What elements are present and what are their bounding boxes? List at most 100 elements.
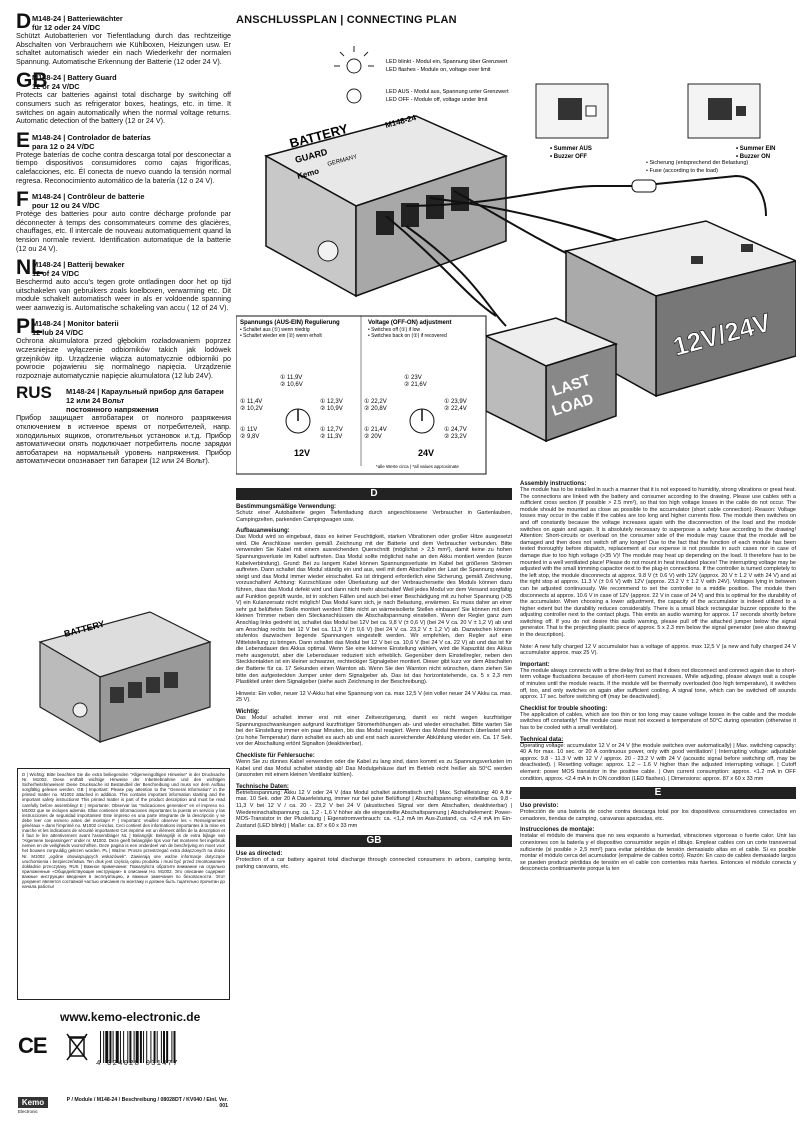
- de-assembly-title: Aufbauanweisung:: [236, 528, 290, 535]
- weee-bin-icon: [66, 1033, 88, 1061]
- volt-line-1: • Switches off (①) if low: [368, 327, 420, 333]
- reg-title-de: Spannungs (AUS-EIN) Regulierung: [240, 320, 340, 326]
- lang-subtitle: für 12 oder 24 V/DC: [32, 23, 101, 32]
- barcode-bar: [105, 1031, 109, 1063]
- jumper-off-inset: [535, 83, 609, 139]
- en-important-text: The module always connects with a time d…: [520, 667, 796, 701]
- section-bar-e: E: [520, 787, 796, 800]
- german-column: D Bestimmungsmäßige Verwendung: Schutz e…: [236, 488, 512, 876]
- notice-box: D | Wichtig: Bitte beachten Sie die extr…: [17, 768, 230, 1000]
- lang-title: M148-24 | Monitor baterii: [32, 319, 119, 329]
- lang-letter: PL: [16, 315, 43, 339]
- wire-fuse-out: [635, 174, 767, 217]
- barcode-bar: [153, 1031, 156, 1063]
- dial-value: ② 23,2V: [444, 433, 467, 440]
- barcode-bar: [103, 1031, 105, 1063]
- ce-mark: CE: [18, 1033, 48, 1058]
- barcode-bar: [166, 1031, 169, 1063]
- e-use-text: Protección de una batería de coche contr…: [520, 809, 796, 822]
- en-check-title: Checklist for trouble shooting:: [520, 705, 608, 712]
- de-check-text: Wenn Sie zu dünnes Kabel verwenden oder …: [236, 759, 512, 779]
- lang-subtitle: 12 of 24 V/DC: [32, 269, 80, 279]
- dial-value: ② 10,6V: [280, 381, 303, 388]
- barcode-number: 4 024028 031477: [96, 1060, 179, 1068]
- dial-value: ② 9,8V: [240, 433, 259, 440]
- barcode-bar: [163, 1031, 165, 1063]
- dial-value: ① 11,4V: [240, 398, 262, 405]
- lang-text: Protege baterías de coche contra descarg…: [16, 149, 231, 185]
- lang-title: M148-24 | Batteriewächter: [32, 14, 123, 23]
- dial-value: ① 12,3V: [320, 398, 343, 405]
- dial-value: ① 11,9V: [280, 374, 302, 381]
- volt-title-en: Voltage (OFF-ON) adjustment: [368, 320, 452, 326]
- en-assembly-title: Assembly instructions:: [520, 481, 587, 487]
- buzzer-on-en: • Buzzer ON: [736, 154, 770, 160]
- en-important-title: Important:: [520, 661, 550, 668]
- buzzer-off-de: • Summer AUS: [550, 146, 592, 152]
- website: www.kemo-electronic.de: [60, 1010, 201, 1024]
- jumper-on-inset: [687, 83, 761, 139]
- wire-load-2: [405, 225, 507, 327]
- barcode-bar: [133, 1031, 135, 1063]
- page-title: ANSCHLUSSPLAN | CONNECTING PLAN: [236, 14, 457, 26]
- barcode-bar: [127, 1031, 129, 1063]
- dial-value: ① 23V: [404, 374, 422, 381]
- lang-title: M148-24 | Batterij bewaker: [32, 260, 125, 270]
- lang-text: Protects car batteries against total dis…: [16, 90, 231, 126]
- battery-guard-device: [264, 115, 509, 298]
- de-tech-text: Betriebsspannung: Akku 12 V oder 24 V (d…: [236, 789, 512, 829]
- section-bar-gb: GB: [236, 835, 512, 848]
- de-usage-text: Schutz einer Autobatterie gegen Tiefentl…: [236, 510, 512, 523]
- led-off-en: LED OFF - Module off, voltage under limi…: [386, 97, 488, 103]
- dial-value: ② 11,3V: [320, 433, 342, 440]
- barcode-bar: [146, 1031, 148, 1063]
- lang-title: M148-24 | Караульный прибор для батареи …: [66, 387, 224, 406]
- label-24v: 24V: [418, 448, 434, 458]
- en-check-text: The application of cables, which are too…: [520, 711, 796, 731]
- lang-letter: GB: [16, 69, 48, 93]
- lang-text: Beschermd auto accu's tegen grote ontlad…: [16, 277, 231, 312]
- barcode-bar: [156, 1031, 158, 1063]
- dial-value: ① 23,9V: [444, 398, 467, 405]
- lang-text: Protège des batteries pour auto contre d…: [16, 209, 231, 253]
- buzzer-off-en: • Buzzer OFF: [550, 154, 587, 160]
- lang-subtitle: para 12 o 24 V/DC: [32, 141, 95, 151]
- lang-text: Ochrona akumulatora przed głębokim rozła…: [16, 336, 231, 380]
- kemo-logo-sub: Electronic: [18, 1109, 38, 1114]
- led-off-indicator: [346, 88, 362, 104]
- dial-value: ② 20,8V: [364, 405, 387, 412]
- barcode-bar: [150, 1031, 152, 1063]
- gb-use-title: Use as directed:: [236, 851, 283, 858]
- led-blink-en: LED flashes - Module on, voltage over li…: [386, 67, 491, 73]
- barcode-bar: [173, 1031, 176, 1063]
- wire-load-1: [385, 215, 497, 317]
- lang-text: Прибор защищает автобатареи от полного р…: [16, 413, 231, 466]
- english-column: Assembly instructions: The module has to…: [520, 478, 796, 878]
- dial-value: ② 20V: [364, 433, 382, 440]
- barcode-bar: [100, 1031, 101, 1063]
- lang-title: M148-24 | Controlador de baterías: [32, 132, 151, 142]
- voltage-adjust-box: [236, 315, 487, 475]
- dial-value: ① 11V: [240, 426, 257, 433]
- dial-value: ① 22,2V: [364, 398, 387, 405]
- reg-line-1: • Schaltet aus (①) wenn niedrig: [240, 327, 310, 333]
- barcode-bar: [123, 1031, 125, 1063]
- led-off-de: LED AUS - Modul aus, Spannung unter Gren…: [386, 89, 509, 95]
- lang-letter: NL: [16, 256, 44, 280]
- barcode-bar: [139, 1031, 142, 1063]
- dial-value: ② 22,4V: [444, 405, 467, 412]
- de-usage-title: Bestimmungsmäßige Verwendung:: [236, 504, 337, 510]
- lang-text: Schützt Autobatterien vor Tiefentladung …: [16, 31, 231, 66]
- gb-use-text: Protection of a car battery against tota…: [236, 857, 512, 870]
- barcode: [100, 1031, 176, 1063]
- dial-value: ② 21,6V: [404, 381, 427, 388]
- lang-letter: F: [16, 188, 29, 212]
- led-blink-de: LED blinkt - Modul ein, Spannung über Gr…: [386, 59, 508, 65]
